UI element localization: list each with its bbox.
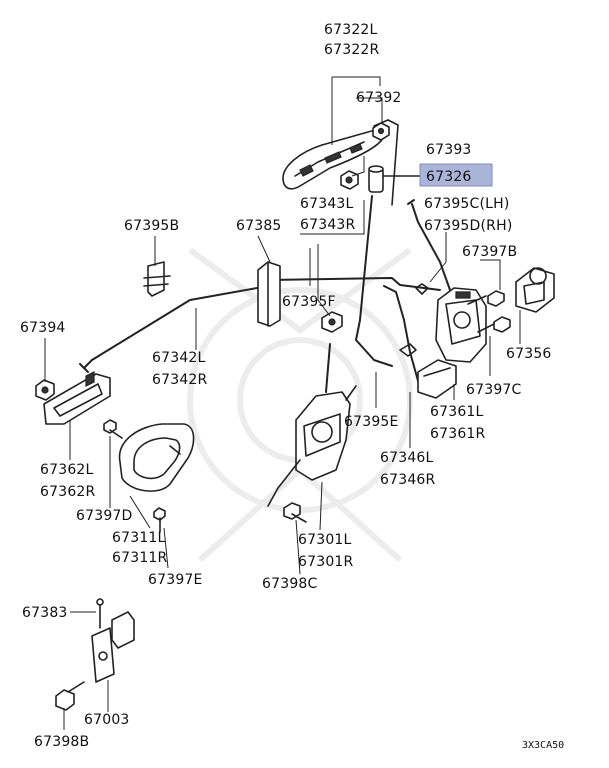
actuator-67301 bbox=[267, 385, 357, 507]
label-67311r: 67311R bbox=[112, 550, 168, 566]
label-67398c: 67398C bbox=[262, 576, 318, 592]
bezel-67311 bbox=[118, 423, 195, 492]
label-67342r: 67342R bbox=[152, 372, 208, 388]
label-67346r: 67346R bbox=[380, 472, 436, 488]
label-67395d: 67395D(RH) bbox=[424, 218, 513, 234]
label-67361r: 67361R bbox=[430, 426, 486, 442]
diagram-code: 3X3CA50 bbox=[522, 740, 564, 751]
screw-67397c bbox=[477, 316, 511, 333]
screw-67397e bbox=[153, 507, 166, 533]
label-67343l: 67343L bbox=[300, 196, 354, 212]
label-67343r: 67343R bbox=[300, 217, 356, 233]
label-67301l: 67301L bbox=[298, 532, 352, 548]
label-67395b: 67395B bbox=[124, 218, 179, 234]
label-67346l: 67346L bbox=[380, 450, 434, 466]
nut-67394 bbox=[35, 379, 55, 401]
label-67356: 67356 bbox=[506, 346, 552, 362]
label-67392: 67392 bbox=[356, 90, 402, 106]
bolt-67398c bbox=[283, 502, 307, 523]
cylinder-67326 bbox=[368, 165, 421, 193]
label-67342l: 67342L bbox=[152, 350, 206, 366]
label-67311l: 67311L bbox=[112, 530, 166, 546]
nut-67392 bbox=[372, 122, 390, 141]
label-67395f: 67395F bbox=[282, 294, 336, 310]
rods bbox=[79, 195, 451, 393]
label-67395e: 67395E bbox=[344, 414, 399, 430]
label-67394: 67394 bbox=[20, 320, 66, 336]
clip-67395f bbox=[321, 311, 343, 333]
inside-handle-67362 bbox=[43, 371, 111, 425]
highlight-67326 bbox=[419, 163, 493, 187]
label-67397c: 67397C bbox=[466, 382, 522, 398]
hinge-67003 bbox=[91, 598, 135, 683]
striker-67356 bbox=[515, 267, 555, 313]
label-67003: 67003 bbox=[84, 712, 130, 728]
label-67383: 67383 bbox=[22, 605, 68, 621]
latch-67361 bbox=[415, 283, 487, 399]
nut-67393 bbox=[340, 170, 359, 190]
label-67397d: 67397D bbox=[76, 508, 133, 524]
label-67361l: 67361L bbox=[430, 404, 484, 420]
label-67393: 67393 bbox=[426, 142, 472, 158]
label-67322l: 67322L bbox=[324, 22, 378, 38]
label-67322r: 67322R bbox=[324, 42, 380, 58]
leader-lines bbox=[44, 76, 521, 730]
label-67301r: 67301R bbox=[298, 554, 354, 570]
label-67385: 67385 bbox=[236, 218, 282, 234]
label-67395c: 67395C(LH) bbox=[424, 196, 510, 212]
screw-67397b bbox=[467, 290, 505, 307]
label-67397b: 67397B bbox=[462, 244, 517, 260]
clip-67395b bbox=[143, 261, 171, 297]
label-67398b: 67398B bbox=[34, 734, 89, 750]
part-labels: 67322L 67322R 67392 67393 67326 67395B 6… bbox=[20, 22, 564, 751]
label-67362l: 67362L bbox=[40, 462, 94, 478]
bolt-67398b bbox=[55, 681, 85, 711]
label-67326: 67326 bbox=[426, 169, 472, 185]
screw-67397d bbox=[103, 419, 123, 439]
label-67362r: 67362R bbox=[40, 484, 96, 500]
protector-67385 bbox=[257, 261, 281, 327]
label-67397e: 67397E bbox=[148, 572, 203, 588]
